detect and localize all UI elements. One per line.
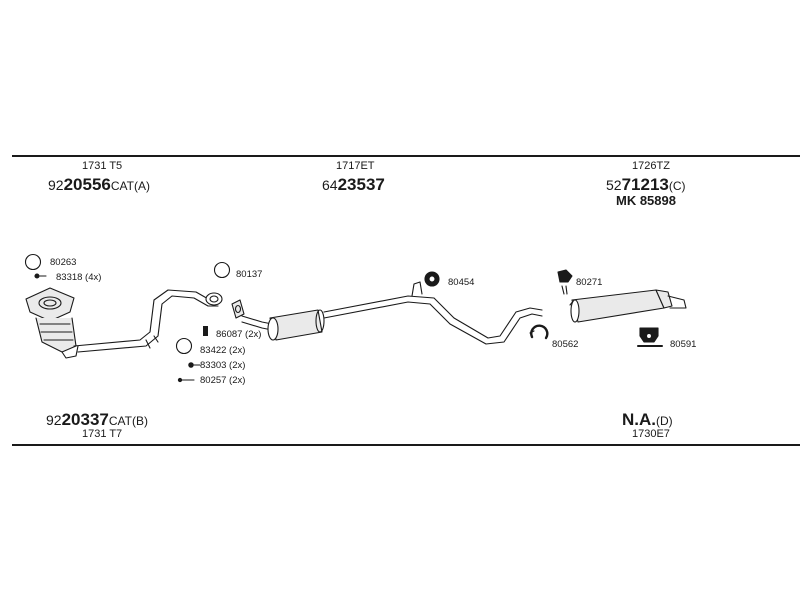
pn-suffix: (D)	[656, 414, 673, 428]
part-83422-ring	[175, 337, 193, 355]
header-left-part-number: 9220556CAT(A)	[48, 176, 150, 193]
pn-suffix: CAT(B)	[108, 414, 148, 428]
front-pipe	[73, 289, 223, 353]
header-center-code: 1717ET	[336, 160, 375, 172]
rear-muffler	[569, 289, 687, 323]
pn-prefix: 92	[48, 177, 64, 193]
footer-right-code: 1730E7	[632, 428, 670, 440]
part-83318-nut	[34, 273, 47, 279]
center-muffler	[241, 281, 543, 345]
pn-prefix: 92	[46, 412, 62, 428]
callout-80257: 80257 (2x)	[200, 375, 246, 386]
pn-suffix: (C)	[668, 179, 686, 193]
part-80591-hanger	[637, 327, 663, 347]
header-right-part-number: 5271213(C)	[606, 176, 686, 193]
pn-main: 20337	[61, 410, 109, 429]
callout-80271: 80271	[576, 277, 603, 288]
callout-83422: 83422 (2x)	[200, 345, 246, 356]
callout-80263: 80263	[50, 257, 77, 268]
footer-left-code: 1731 T7	[82, 428, 123, 440]
part-80257-bolt	[177, 377, 195, 383]
pn-main: N.A.	[622, 410, 656, 429]
callout-80137: 80137	[236, 269, 263, 280]
part-80271-mount	[557, 269, 573, 295]
callout-80454: 80454	[448, 277, 475, 288]
callout-86087: 86087 (2x)	[216, 329, 262, 340]
part-80137-ring	[213, 261, 231, 279]
callout-83303: 83303 (2x)	[200, 360, 246, 371]
pn-prefix: 64	[322, 177, 338, 193]
header-center-part-number: 6423537	[322, 176, 385, 193]
bottom-divider-line	[12, 444, 800, 446]
pn-main: 23537	[337, 175, 385, 194]
pn-main: 71213	[621, 175, 669, 194]
pn-suffix: CAT(A)	[110, 179, 150, 193]
catalytic-converter	[25, 287, 79, 359]
part-86087-gasket-icon	[203, 326, 208, 336]
footer-right-part-number: N.A.(D)	[622, 411, 673, 428]
gasket-86087	[231, 299, 245, 319]
header-right-code: 1726TZ	[632, 160, 670, 172]
pn-main: 20556	[63, 175, 111, 194]
callout-80562: 80562	[552, 339, 579, 350]
header-left-code: 1731 T5	[82, 160, 123, 172]
pn-prefix: 52	[606, 177, 622, 193]
part-80562-clamp	[529, 324, 549, 340]
header-right-mk-number: MK 85898	[616, 193, 676, 208]
callout-83318: 83318 (4x)	[56, 272, 102, 283]
callout-80591: 80591	[670, 339, 697, 350]
part-80263-ring	[24, 253, 42, 271]
footer-left-part-number: 9220337CAT(B)	[46, 411, 148, 428]
part-83303-nut	[188, 362, 201, 368]
part-80454-rubber-mount	[424, 271, 440, 287]
top-divider-line	[12, 155, 800, 157]
